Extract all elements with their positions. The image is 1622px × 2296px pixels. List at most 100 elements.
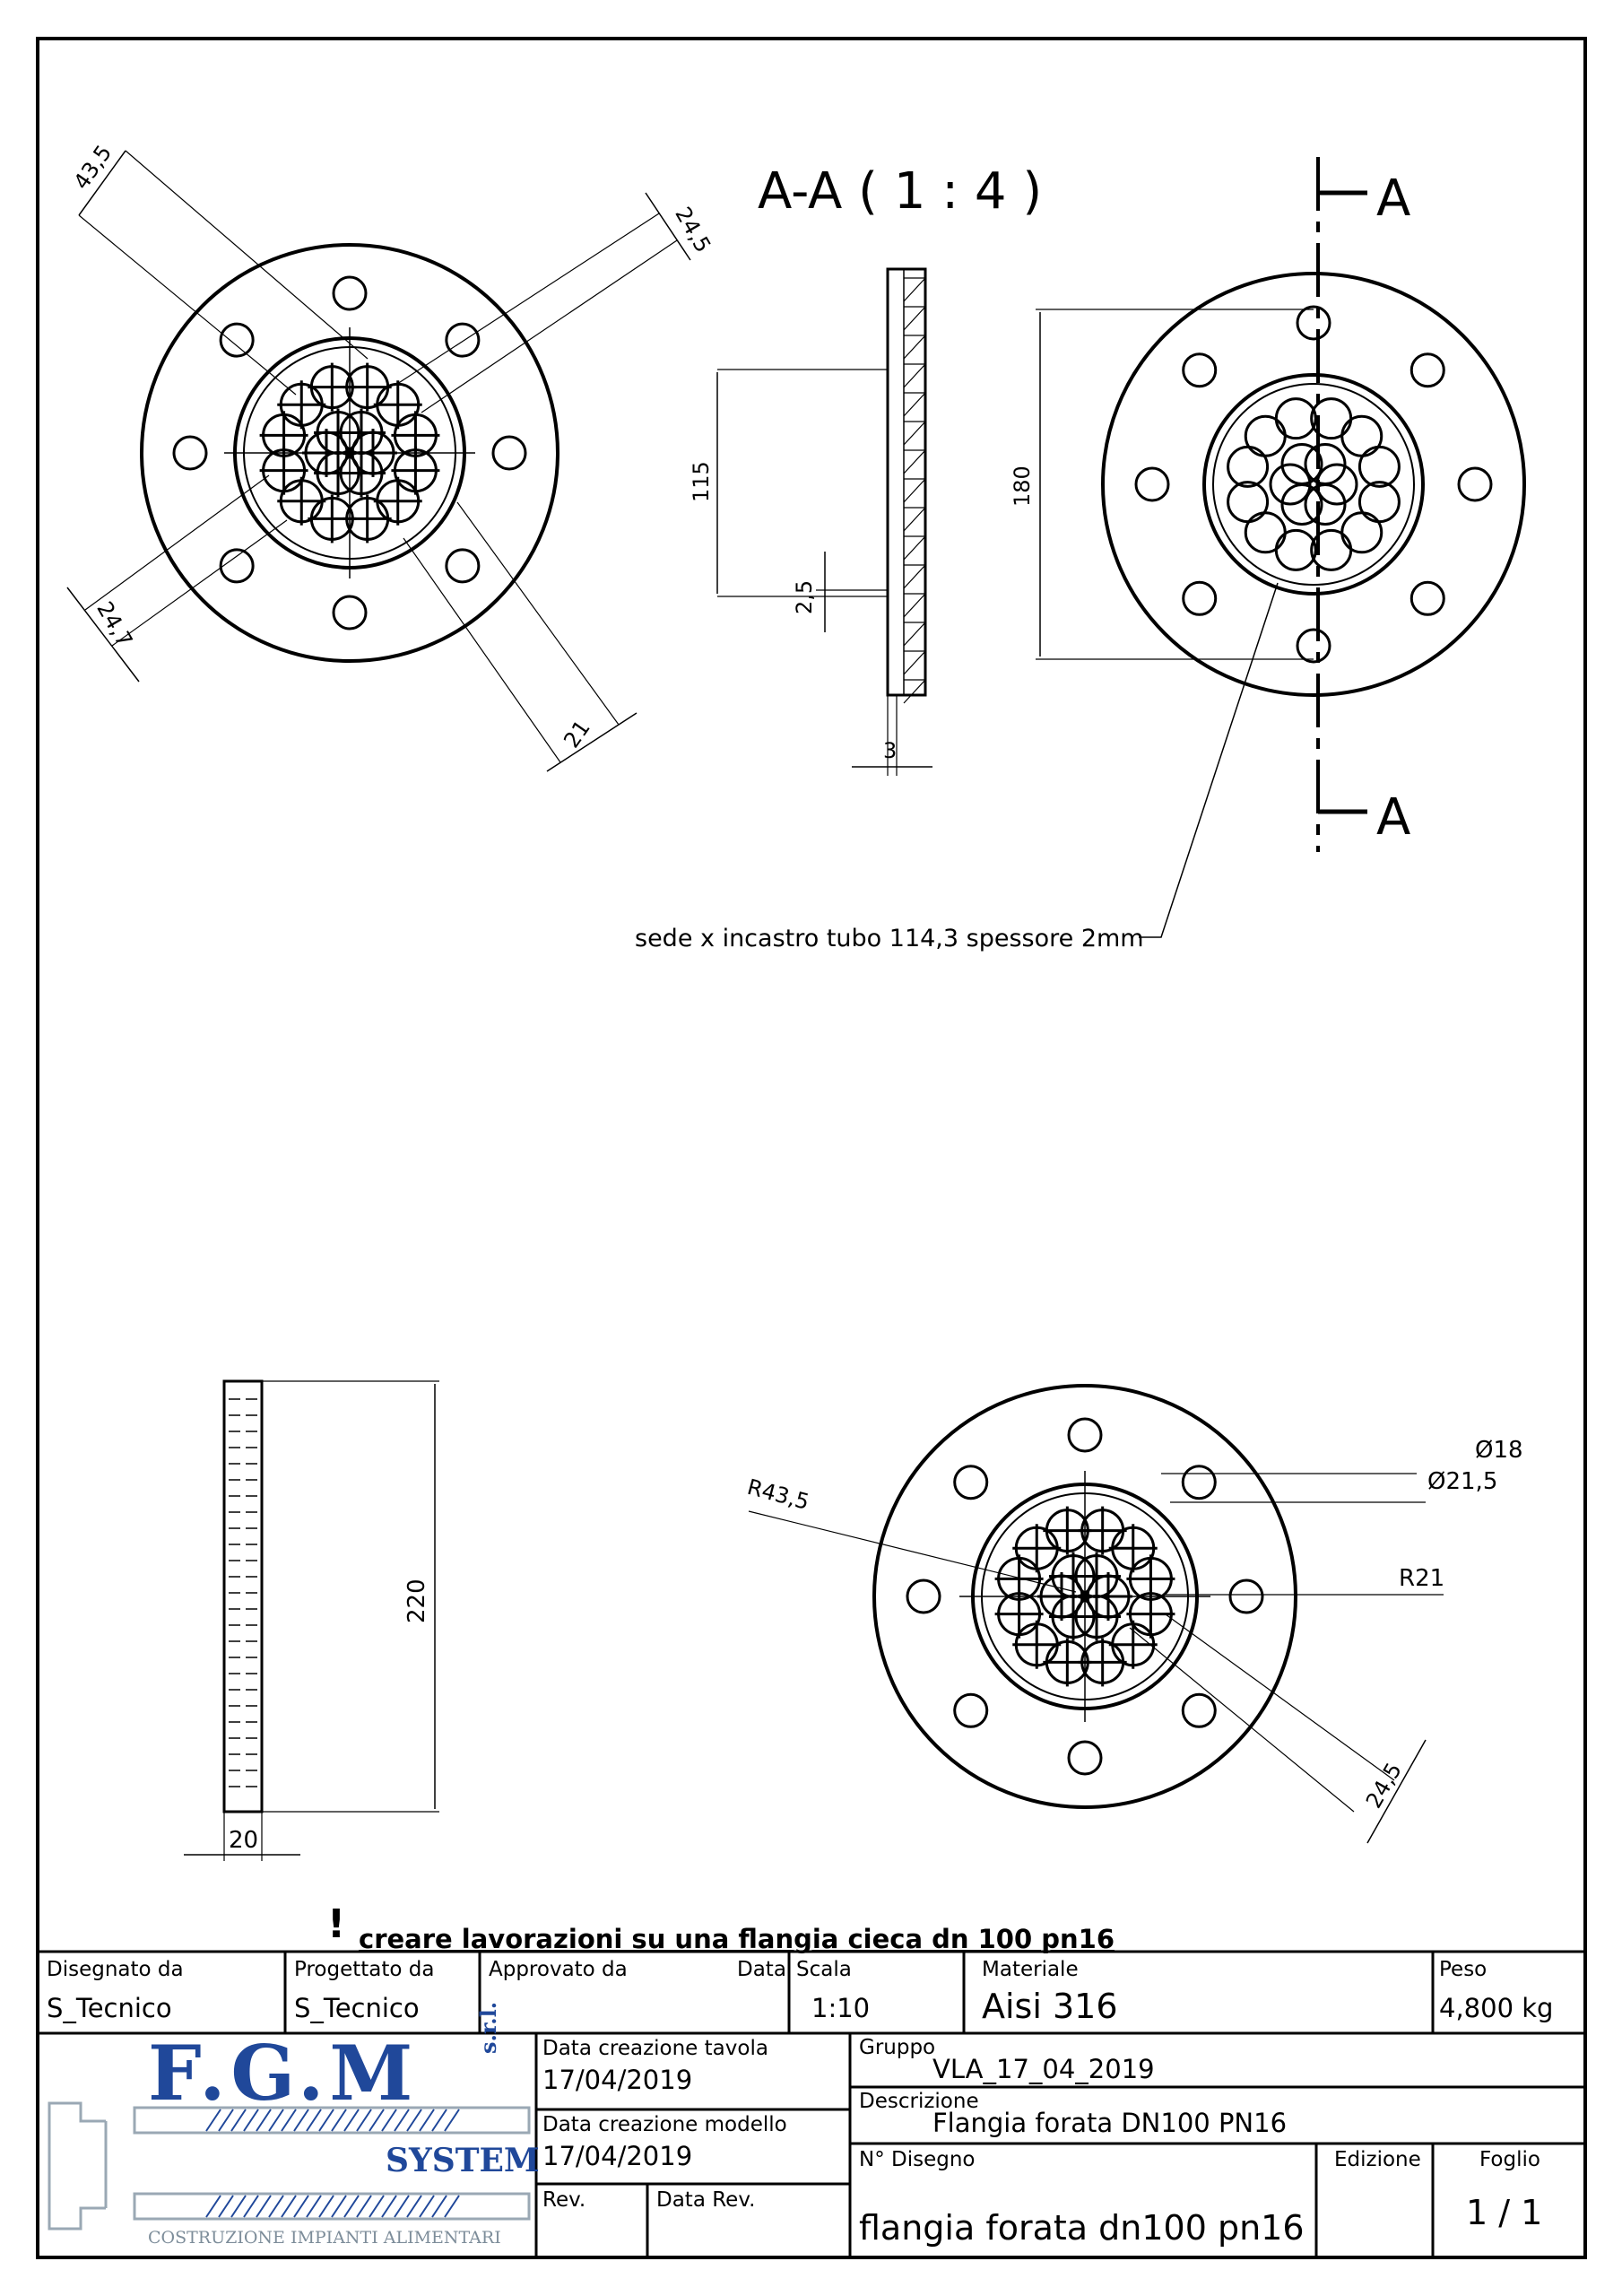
hatch-line xyxy=(903,421,926,446)
hatch-line xyxy=(903,622,926,647)
logo-stripe xyxy=(331,2109,347,2132)
tube-hole xyxy=(1340,414,1383,457)
logo-graphic xyxy=(48,2101,531,2231)
logo-stripe xyxy=(331,2195,347,2218)
date-label: Data xyxy=(737,1958,786,1981)
material-label: Materiale xyxy=(982,1958,1079,1981)
logo-stripe xyxy=(243,2109,259,2132)
logo-main: F.G.M xyxy=(148,2029,419,2118)
bolt-hole xyxy=(906,1578,941,1614)
dim-24-7: 24,7 xyxy=(91,597,137,651)
section-view-a-a xyxy=(716,267,932,776)
logo-stripe xyxy=(281,2195,297,2218)
logo-stripe xyxy=(406,2195,422,2218)
hatch-line xyxy=(903,535,926,561)
sheet-border xyxy=(36,37,1587,2259)
bolt-hole xyxy=(445,322,481,358)
callout-note: sede x incastro tubo 114,3 spessore 2mm xyxy=(635,925,1144,952)
dim-21: 21 xyxy=(559,716,594,752)
logo-stripe xyxy=(318,2109,334,2132)
designed-by-value: S_Tecnico xyxy=(294,1993,420,2023)
logo-stripe xyxy=(306,2195,322,2218)
logo-stripe xyxy=(406,2109,422,2132)
sheet-label: Foglio xyxy=(1479,2148,1540,2171)
tube-hole xyxy=(1269,463,1312,506)
logo-stripe xyxy=(369,2109,385,2132)
logo-stripe xyxy=(256,2195,272,2218)
front-view-bottom-right xyxy=(748,1384,1444,1844)
logo-stripe xyxy=(218,2195,234,2218)
logo-stripe xyxy=(431,2195,447,2218)
warning-note: creare lavorazioni su una flangia cieca … xyxy=(359,1924,1115,1954)
bolt-hole xyxy=(1067,1740,1103,1776)
title-block-grid xyxy=(38,1950,1585,2257)
approved-by-label: Approvato da xyxy=(489,1958,628,1981)
bolt-hole xyxy=(445,548,481,584)
drawn-by-label: Disegnato da xyxy=(47,1958,184,1981)
logo-stripe xyxy=(356,2195,372,2218)
sheet-value: 1 / 1 xyxy=(1466,2193,1543,2232)
tube-hole xyxy=(1304,442,1347,485)
logo-stripe xyxy=(205,2195,221,2218)
logo-stripe xyxy=(230,2109,247,2132)
drawing-no-value: flangia forata dn100 pn16 xyxy=(859,2208,1305,2248)
model-date-value: 17/04/2019 xyxy=(542,2141,693,2171)
tube-hole xyxy=(1227,481,1270,524)
logo-stripe xyxy=(394,2109,410,2132)
logo-stripe xyxy=(444,2109,460,2132)
edition-label: Edizione xyxy=(1334,2148,1421,2171)
tube-hole xyxy=(1280,442,1323,485)
bolt-hole xyxy=(1409,580,1445,616)
bolt-hole xyxy=(953,1692,989,1728)
dim-115: 115 xyxy=(689,461,714,502)
description-label: Descrizione xyxy=(859,2090,979,2113)
group-value: VLA_17_04_2019 xyxy=(932,2054,1155,2084)
dim-d21-5: Ø21,5 xyxy=(1427,1468,1497,1495)
bolt-hole xyxy=(1182,580,1218,616)
bolt-hole xyxy=(1182,352,1218,388)
bolt-hole xyxy=(1457,466,1493,502)
logo-stripe xyxy=(318,2195,334,2218)
tube-hole xyxy=(1244,414,1287,457)
bolt-hole xyxy=(1134,466,1170,502)
bolt-hole xyxy=(1067,1417,1103,1453)
dim-20: 20 xyxy=(229,1827,258,1854)
hatch-line xyxy=(903,363,926,388)
hatch-line xyxy=(903,392,926,417)
dim-r21: R21 xyxy=(1399,1565,1444,1592)
dim-43-5: 43,5 xyxy=(69,141,117,195)
dim-24-5-top: 24,5 xyxy=(670,203,716,257)
logo-stripe xyxy=(419,2109,435,2132)
bolt-hole xyxy=(219,322,255,358)
logo-suffix: s.r.l. xyxy=(475,2001,501,2054)
bolt-hole xyxy=(219,548,255,584)
side-view xyxy=(184,1379,439,1861)
hatch-line xyxy=(903,306,926,331)
bolt-hole xyxy=(172,435,208,471)
section-title: A-A ( 1 : 4 ) xyxy=(758,162,1042,221)
bolt-hole xyxy=(1181,1465,1217,1500)
bolt-hole xyxy=(1296,628,1331,664)
logo-stripe xyxy=(369,2195,385,2218)
tube-hole xyxy=(1357,481,1401,524)
hatch-line xyxy=(903,277,926,302)
group-label: Gruppo xyxy=(859,2036,936,2059)
hatch-line xyxy=(903,335,926,360)
hatch-line xyxy=(903,478,926,503)
hatch-line xyxy=(903,564,926,589)
logo-stripe xyxy=(281,2109,297,2132)
logo-stripe xyxy=(381,2109,397,2132)
logo-stripe xyxy=(394,2195,410,2218)
material-value: Aisi 316 xyxy=(982,1987,1118,2026)
logo-stripe xyxy=(293,2195,309,2218)
tube-hole xyxy=(1357,445,1401,488)
dim-220: 220 xyxy=(403,1578,430,1623)
hatch-line xyxy=(903,679,926,704)
description-value: Flangia forata DN100 PN16 xyxy=(932,2108,1288,2138)
tube-hole xyxy=(1274,397,1317,440)
logo-stripe xyxy=(230,2195,247,2218)
rev-date-label: Data Rev. xyxy=(656,2188,756,2212)
warning-mark: ! xyxy=(327,1901,345,1947)
sheet-date-label: Data creazione tavola xyxy=(542,2037,768,2060)
bolt-hole xyxy=(1181,1692,1217,1728)
